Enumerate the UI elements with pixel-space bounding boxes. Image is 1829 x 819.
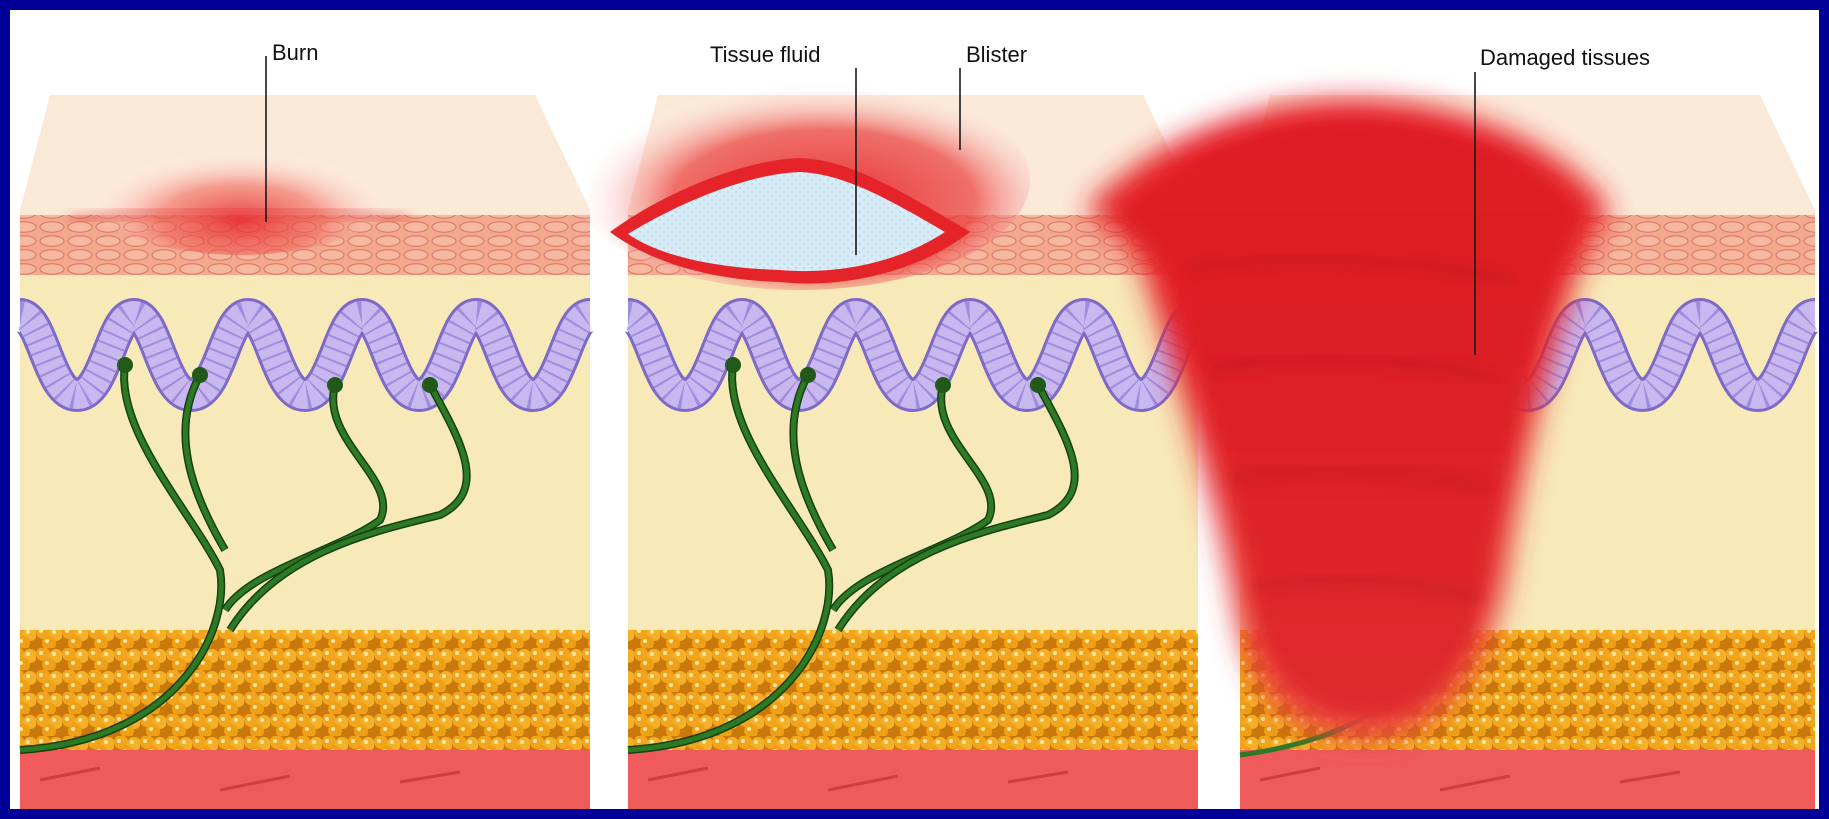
dermis-layer [628, 250, 1198, 650]
superficial-burn-mark [80, 115, 400, 255]
tissue-fluid-label: Tissue fluid [710, 42, 820, 67]
muscle-layer [1240, 750, 1815, 809]
nerve-ending [935, 377, 951, 393]
nerve-ending [117, 357, 133, 373]
blister-label: Blister [966, 42, 1027, 67]
nerve-ending [1030, 377, 1046, 393]
nerve-ending [192, 367, 208, 383]
nerve-ending [800, 367, 816, 383]
burn-label: Burn [272, 40, 318, 65]
nerve-ending [327, 377, 343, 393]
damaged-tissues-label: Damaged tissues [1480, 45, 1650, 70]
burn-degree-diagram: Burn Tissue fluid Blister Damaged tissue… [10, 10, 1819, 809]
muscle-layer [628, 750, 1198, 809]
dermis-layer [20, 250, 590, 650]
muscle-layer [20, 750, 590, 809]
nerve-ending [422, 377, 438, 393]
nerve-ending [725, 357, 741, 373]
diagram-canvas: Burn Tissue fluid Blister Damaged tissue… [10, 10, 1819, 809]
